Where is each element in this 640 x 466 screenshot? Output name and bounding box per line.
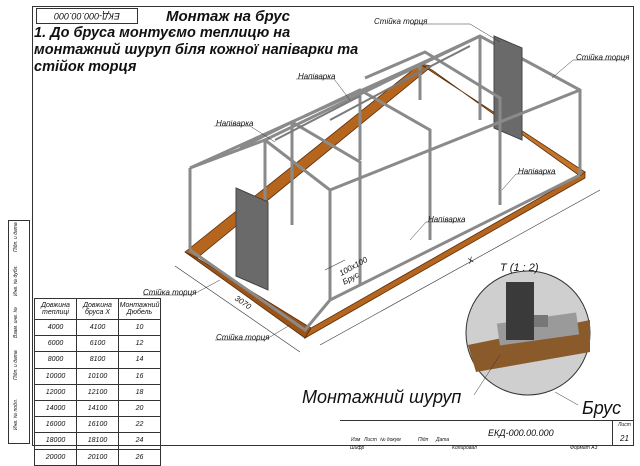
table-cell: 18100 (76, 432, 119, 450)
detail-title: Т (1 : 2) (500, 262, 539, 274)
screw-label: Монтажний шуруп (302, 387, 462, 407)
table-header: Довжина теплиці (34, 298, 77, 320)
sheet-label: Лист (618, 422, 631, 428)
side-column (8, 220, 30, 444)
tb-col-data: Дата (436, 437, 450, 443)
tb-developer: Шифр (350, 445, 365, 451)
back-door-mesh (493, 35, 523, 141)
table-cell: 14100 (76, 399, 119, 418)
table-cell: 10 (118, 318, 161, 337)
table-cell: 20000 (34, 448, 77, 466)
tb-col-list: Лист (364, 437, 377, 443)
table-cell: 10100 (76, 367, 119, 385)
beam-label: Брус (582, 398, 622, 418)
side-label-3: Взам. инв. № (13, 307, 19, 338)
table-cell: 12000 (34, 383, 77, 401)
table-cell: 10000 (34, 367, 77, 385)
spec-table: Довжина теплиці Довжина бруса X Монтажни… (34, 298, 161, 466)
detail-leaders (473, 354, 579, 406)
callout-stiyka-top: Стійка торця (374, 17, 428, 26)
front-door-mesh (235, 187, 269, 291)
greenhouse-drawing (143, 23, 625, 406)
table-cell: 6100 (76, 335, 119, 353)
callout-napivarka-1: Напіварка (298, 72, 336, 81)
table-header: Довжина бруса X (76, 298, 119, 320)
callout-leaders (143, 23, 625, 341)
tb-col-doc: № докум (380, 437, 401, 443)
napivarka-braces (274, 45, 471, 141)
instruction-text: 1. До бруса монтуємо теплицю на монтажни… (34, 25, 359, 75)
table-cell: 18 (118, 383, 161, 401)
front-end-frame (188, 138, 332, 333)
title-block-code: ЕКД-000.00.000 (488, 428, 554, 438)
tb-col-pidp: Підп (418, 437, 429, 443)
callout-stiyka-right: Стійка торця (576, 53, 630, 62)
side-label-2: Инв. № дубл. (13, 265, 19, 296)
table-cell: 18000 (34, 432, 77, 450)
table-cell: 8000 (34, 351, 77, 369)
drawing-frame (32, 6, 634, 446)
sheet-box (612, 420, 634, 446)
table-header-row: Довжина теплиці Довжина бруса X Монтажни… (34, 298, 161, 320)
tb-col-izm: Изм (351, 437, 361, 443)
side-label-4: Підп. и дата (13, 350, 19, 380)
page-title: Монтаж на брус (166, 8, 290, 25)
table-cell: 12 (118, 335, 161, 353)
side-label-5: Инв. № подл. (13, 398, 19, 430)
dimension-lines (174, 189, 601, 353)
callout-napivarka-2: Напіварка (216, 119, 254, 128)
sheet-number: 21 (620, 434, 629, 443)
beam-left-side (184, 63, 433, 259)
detail-view (465, 270, 591, 396)
table-cell: 6000 (34, 335, 77, 353)
table-header: Монтажний Дюбель (118, 298, 161, 320)
table-cell: 14000 (34, 399, 77, 418)
tb-copied: Копировал (452, 445, 477, 451)
callout-napivarka-3: Напіварка (518, 167, 556, 176)
callout-stiyka-left: Стійка торця (143, 288, 197, 297)
side-label-1: Підп. и дата (13, 222, 19, 252)
title-block (340, 420, 634, 447)
table-cell: 22 (118, 416, 161, 434)
callout-stiyka-bottom: Стійка торця (216, 333, 270, 342)
table-cell: 16100 (76, 416, 119, 434)
arches (189, 34, 581, 302)
table-cell: 4000 (34, 318, 77, 337)
table-cell: 4100 (76, 318, 119, 337)
table-cell: 12100 (76, 383, 119, 401)
table-cell: 16000 (34, 416, 77, 434)
table-cell: 20100 (76, 448, 119, 466)
callout-napivarka-4: Напіварка (428, 215, 466, 224)
table-cell: 24 (118, 432, 161, 450)
table-cell: 26 (118, 448, 161, 466)
table-cell: 16 (118, 367, 161, 385)
table-cell: 8100 (76, 351, 119, 369)
table-cell: 20 (118, 399, 161, 418)
tb-format: Формат A3 (570, 445, 598, 451)
table-cell: 14 (118, 351, 161, 369)
